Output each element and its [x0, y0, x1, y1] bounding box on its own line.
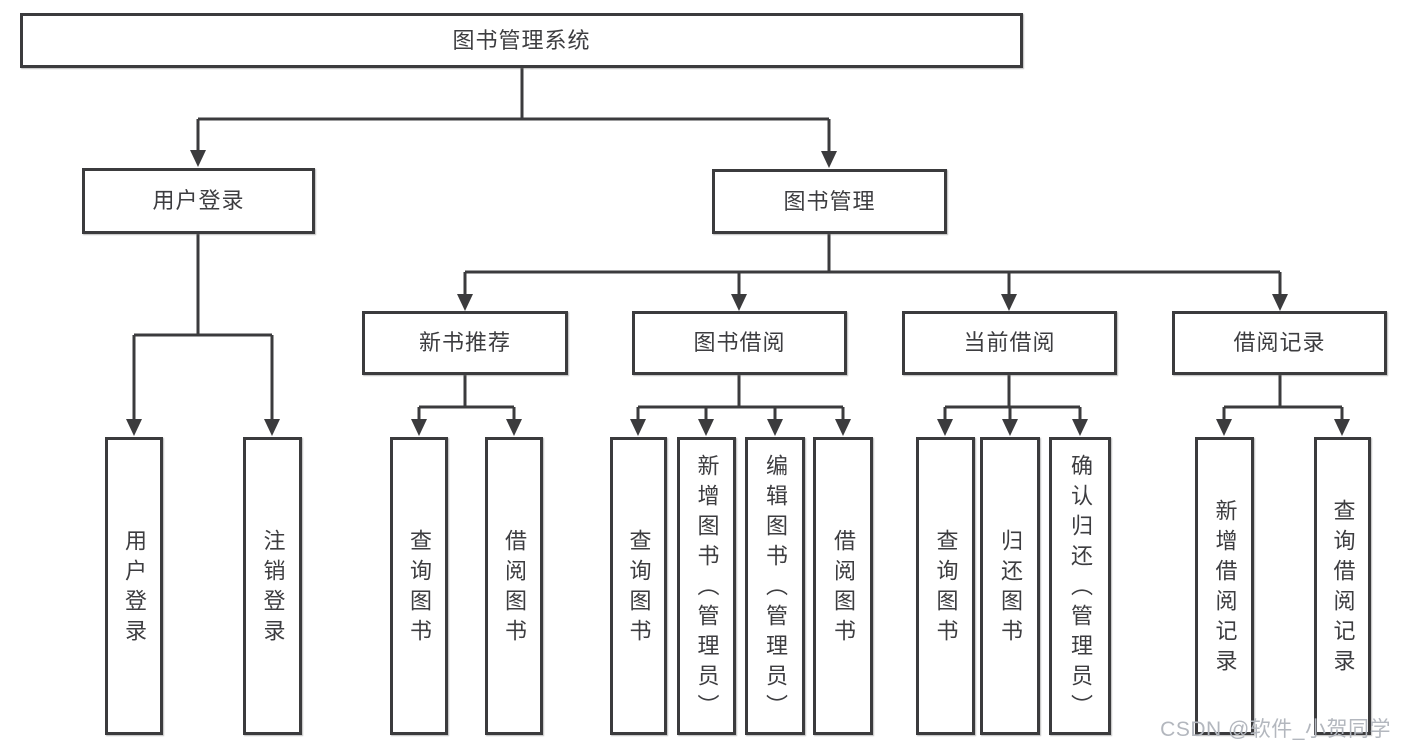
node-book-borrow: 图书借阅: [632, 311, 847, 375]
leaf-return-book: 归还图书: [980, 437, 1040, 735]
leaf-add-borrow-record: 新增借阅记录: [1195, 437, 1254, 735]
leaf-query-book-recommend: 查询图书: [390, 437, 448, 735]
node-borrow-records: 借阅记录: [1172, 311, 1387, 375]
leaf-add-book-admin: 新增图书（管理员）: [677, 437, 736, 735]
node-new-book-recommend: 新书推荐: [362, 311, 568, 375]
leaf-query-book-current: 查询图书: [916, 437, 975, 735]
leaf-query-book-borrow: 查询图书: [610, 437, 667, 735]
leaf-query-borrow-record: 查询借阅记录: [1314, 437, 1371, 735]
node-current-borrow: 当前借阅: [902, 311, 1117, 375]
leaf-confirm-return-admin: 确认归还（管理员）: [1049, 437, 1111, 735]
csdn-watermark: CSDN @软件_小贺同学: [1160, 718, 1391, 741]
leaf-borrow-book: 借阅图书: [813, 437, 873, 735]
leaf-logout: 注销登录: [243, 437, 302, 735]
leaf-borrow-book-recommend: 借阅图书: [485, 437, 543, 735]
node-root: 图书管理系统: [20, 13, 1023, 68]
node-user-login: 用户登录: [82, 168, 315, 234]
leaf-edit-book-admin: 编辑图书（管理员）: [745, 437, 805, 735]
leaf-user-login: 用户登录: [105, 437, 163, 735]
node-book-management: 图书管理: [712, 169, 947, 234]
